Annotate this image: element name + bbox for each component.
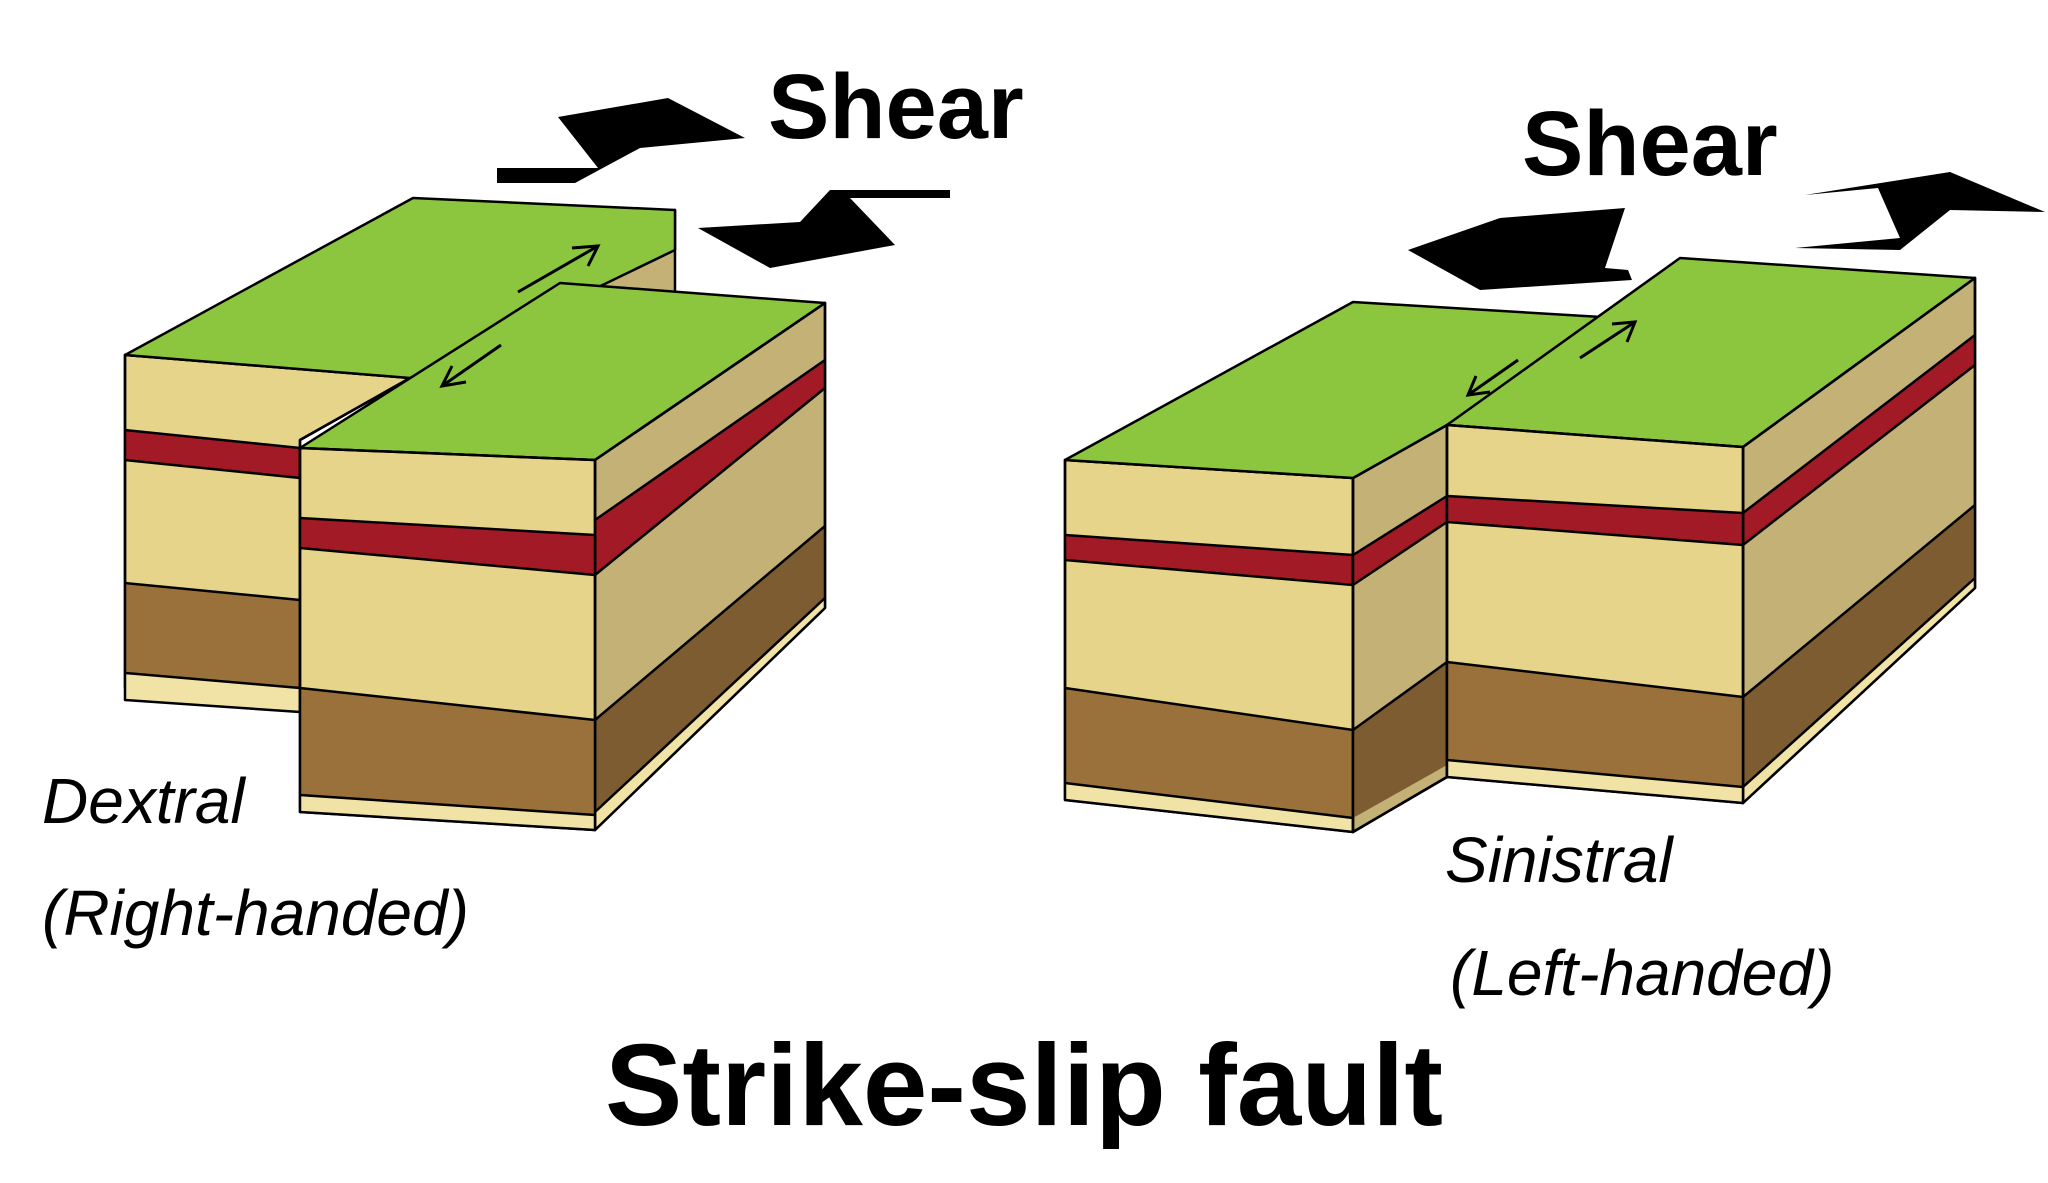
sinistral-left-block-front <box>1063 458 1355 834</box>
dextral-front-block-front <box>298 446 597 832</box>
sinistral-type-label: Sinistral <box>1445 824 1674 896</box>
dextral-type-label: Dextral <box>42 765 247 837</box>
sinistral-right-block-side <box>1741 276 1977 805</box>
dextral-shear-arrow-down-icon <box>698 190 950 268</box>
sinistral-right-block-front <box>1445 423 1745 805</box>
dextral-shear-label: Shear <box>768 56 1024 158</box>
dextral-shear-arrow-up-icon <box>497 98 745 183</box>
sinistral-slip-arrows <box>1465 320 1638 397</box>
sinistral-block-diagram: Shear Sinistral (Left-handed) <box>1063 93 2045 1009</box>
dextral-slip-arrows <box>439 244 601 388</box>
dextral-front-block-side <box>593 301 827 832</box>
sinistral-left-block-side <box>1351 423 1449 834</box>
sinistral-hand-label: (Left-handed) <box>1450 937 1834 1009</box>
sinistral-shear-arrow-up-icon <box>1795 172 2045 250</box>
sinistral-shear-label: Shear <box>1522 93 1778 195</box>
sinistral-shear-arrow-down-icon <box>1408 208 1632 290</box>
figure-title: Strike-slip fault <box>605 1020 1443 1150</box>
dextral-back-block-top <box>123 196 677 380</box>
dextral-block-diagram: Shear Dextral (Right-handed) <box>42 56 1024 949</box>
dextral-hand-label: (Right-handed) <box>42 877 469 949</box>
